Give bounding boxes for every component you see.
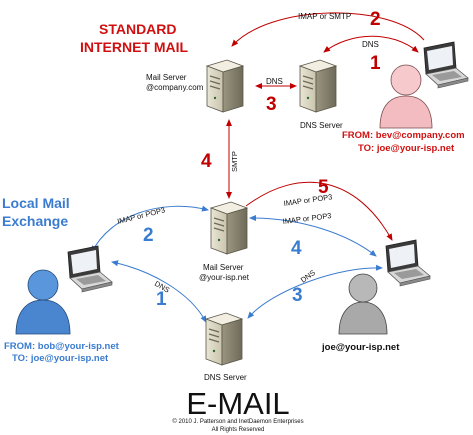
isp-dns-server-label: DNS Server <box>204 373 247 382</box>
step-3-blue: 3 <box>292 285 303 306</box>
company-mail-server-icon <box>206 59 244 113</box>
step-3-red: 3 <box>266 94 277 115</box>
arrow-step5 <box>245 181 393 241</box>
copyright-line1: © 2010 J. Patterson and InetDaemon Enter… <box>172 418 303 425</box>
arrow-dns-top <box>323 35 419 53</box>
company-dns-server-label: DNS Server <box>300 121 343 130</box>
copyright-line2: All Rights Reserved <box>212 427 265 433</box>
bev-user-icon <box>379 64 433 129</box>
bev-laptop-icon <box>423 41 469 89</box>
arrow-dns-left <box>111 260 207 323</box>
edge-label-dns-top: DNS <box>362 40 379 49</box>
local-title-line2: Exchange <box>2 213 68 229</box>
bev-from: FROM: bev@company.com <box>342 130 465 141</box>
diagram-title: E-MAIL <box>186 386 289 421</box>
step-1-blue: 1 <box>156 289 167 310</box>
arrow-imap-pop3-left <box>91 205 209 253</box>
company-dns-server-icon <box>299 59 337 113</box>
arrow-dns-right <box>247 264 383 319</box>
edge-label-imap-pop3-right-2: IMAP or POP3 <box>282 211 332 226</box>
bob-from: FROM: bob@your-isp.net <box>4 341 120 352</box>
arrow-imap-pop3-right <box>249 215 377 257</box>
step-4-blue: 4 <box>291 238 302 259</box>
joe-laptop-icon <box>385 239 431 287</box>
joe-label: joe@your-isp.net <box>321 342 400 353</box>
step-5-red: 5 <box>318 177 329 198</box>
step-2-blue: 2 <box>143 225 154 246</box>
step-2-red: 2 <box>370 9 381 30</box>
bob-to: TO: joe@your-isp.net <box>12 353 109 364</box>
isp-dns-server-icon <box>205 312 243 366</box>
edge-label-imap-pop3-left: IMAP or POP3 <box>116 205 166 226</box>
standard-title-line1: STANDARD <box>99 21 177 37</box>
joe-user-icon <box>338 273 388 335</box>
arrow-imap-smtp <box>231 12 425 47</box>
local-title-line1: Local Mail <box>2 195 70 211</box>
company-mail-server-label1: Mail Server <box>146 73 187 82</box>
standard-title-line2: INTERNET MAIL <box>80 39 189 55</box>
company-mail-server-label2: @company.com <box>146 83 204 92</box>
step-1-red: 1 <box>370 53 381 74</box>
isp-mail-server-icon <box>210 201 248 255</box>
isp-mail-server-label2: @your-isp.net <box>199 273 250 282</box>
edge-label-imap-smtp: IMAP or SMTP <box>298 12 351 21</box>
bev-to: TO: joe@your-isp.net <box>358 143 455 154</box>
edge-label-dns-mid: DNS <box>266 77 283 86</box>
isp-mail-server-label1: Mail Server <box>203 263 244 272</box>
bob-laptop-icon <box>67 245 113 293</box>
bob-user-icon <box>15 269 71 335</box>
step-4-red: 4 <box>201 151 212 172</box>
edge-label-smtp: SMTP <box>230 151 239 172</box>
